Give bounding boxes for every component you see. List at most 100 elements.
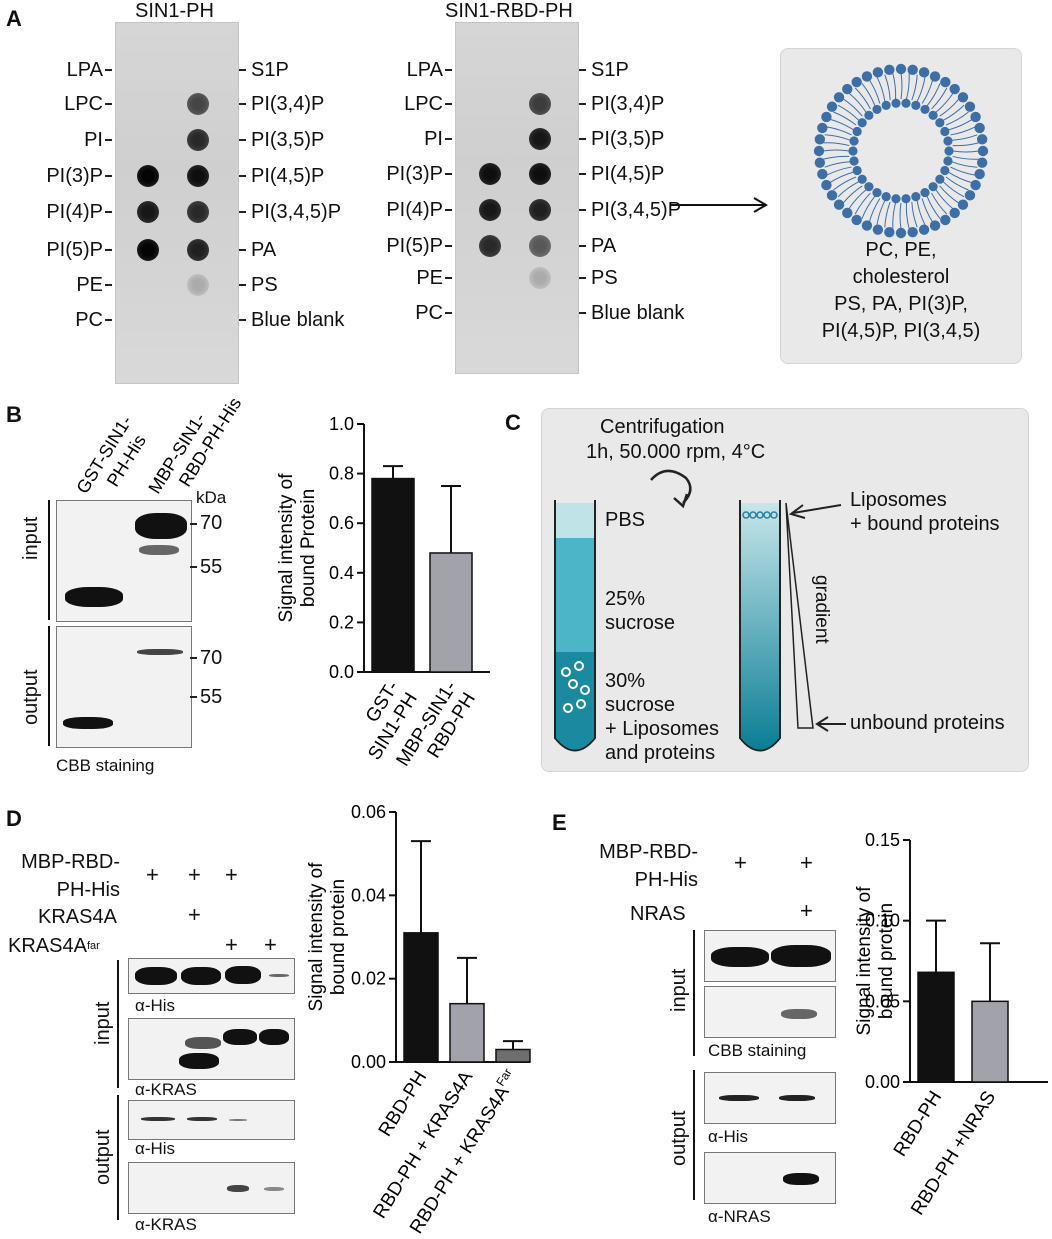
outer-headgroup: [907, 64, 918, 76]
y-tick-label: 0.4: [329, 563, 354, 583]
lipid-tail: [848, 92, 867, 113]
d-row1-label-1: MBP-RBD-: [21, 851, 120, 873]
strip2-left-label: PC: [415, 302, 443, 324]
outer-headgroup: [851, 76, 862, 88]
strip1-left-tick: [105, 284, 112, 286]
d-plus-sign: +: [146, 862, 159, 887]
d-blot-his-output: [128, 1100, 295, 1140]
strip2-right-tick: [579, 245, 586, 247]
strip1-right-label: S1P: [251, 59, 289, 81]
lipid-tail: [861, 83, 876, 107]
outer-headgroup: [957, 92, 969, 103]
centrifugation-diagram: [554, 469, 846, 752]
strip1-left-label: PI(3)P: [46, 165, 103, 187]
strip2-right-tick: [579, 173, 586, 175]
lipid-tail: [945, 111, 969, 126]
strip1-right-label: PA: [251, 239, 277, 261]
inner-headgroup: [857, 174, 867, 184]
b-input-blot: [56, 500, 192, 622]
panel-d-label: D: [6, 806, 22, 831]
outer-headgroup: [872, 224, 884, 235]
y-tick-label: 0.00: [865, 1072, 900, 1092]
outer-headgroup: [861, 71, 873, 82]
lipid-tail: [952, 142, 979, 147]
y-axis-label: Signal intensity ofbound protein: [854, 886, 897, 1036]
strip2-left-tick: [445, 103, 452, 105]
c-sucrose25-1: 25%: [605, 588, 646, 610]
strip2-spot: [479, 199, 501, 221]
d-plus-sign: +: [225, 932, 238, 957]
strip2-spot: [529, 199, 551, 221]
strip2-spot: [479, 163, 501, 185]
e-plus-sign: +: [800, 850, 813, 875]
strip2-right-label: PA: [591, 235, 617, 257]
strip2-right-tick: [579, 103, 586, 105]
lipid-tail: [848, 189, 867, 210]
y-tick-label: 0.10: [865, 911, 900, 931]
strip1-left-label: PC: [75, 309, 103, 331]
strip1-right-label: PI(3,4)P: [251, 93, 325, 115]
outer-headgroup: [918, 224, 930, 235]
y-tick-label: 0.06: [351, 802, 386, 822]
outer-headgroup: [976, 157, 988, 168]
y-tick-label: 0.05: [865, 991, 900, 1011]
e-blot-label-2: α-His: [708, 1127, 749, 1146]
lipid-tail: [931, 87, 948, 110]
inner-headgroup: [852, 126, 862, 137]
strip1-left-tick: [105, 175, 112, 177]
lipid-tail: [868, 79, 881, 104]
lipid-tail: [854, 192, 871, 215]
lipid-tail: [824, 134, 851, 141]
outer-headgroup: [929, 220, 941, 231]
strip1-left-label: LPA: [66, 59, 103, 81]
lipid-tail: [837, 181, 860, 198]
c-centrifugation-params: 1h, 50.000 rpm, 4°C: [586, 441, 766, 463]
strip2-left-label: LPC: [404, 93, 443, 115]
c-unbound: unbound proteins: [850, 712, 1005, 734]
outer-headgroup: [817, 122, 828, 134]
inner-headgroup: [848, 146, 858, 156]
liposome-text-1: PC, PE,: [865, 239, 937, 261]
strip2-left-tick: [445, 277, 452, 279]
outer-headgroup: [872, 67, 884, 78]
lipid-tail: [945, 176, 969, 191]
strip2-spot: [529, 163, 551, 185]
strip1-left-tick: [105, 139, 112, 141]
inner-headgroup: [911, 100, 921, 110]
d-input-label: input: [92, 1001, 114, 1045]
input-label-b: input: [20, 516, 42, 560]
strip2-left-tick: [445, 69, 452, 71]
outer-headgroup: [826, 101, 838, 112]
strip2-right-label: PS: [591, 267, 618, 289]
lipid-tail: [900, 72, 903, 100]
outer-headgroup: [976, 134, 988, 145]
c-sucrose25-2: sucrose: [605, 612, 676, 634]
strip1-left-tick: [105, 103, 112, 105]
c-sucrose30-2: sucrose: [605, 694, 676, 716]
strip1-left-label: PE: [76, 274, 103, 296]
inner-headgroup: [864, 182, 874, 192]
bar: [449, 1002, 485, 1063]
strip1-right-tick: [239, 211, 246, 213]
y-axis-label-line: Signal intensity of: [306, 862, 327, 1012]
lipid-tail: [952, 150, 980, 153]
strip2-spot: [529, 267, 551, 289]
lipid-tail: [905, 202, 910, 229]
lipid-tail: [822, 149, 850, 152]
lipid-strip-2: [455, 22, 579, 374]
strip1-spot: [187, 274, 209, 296]
outer-headgroup: [974, 168, 985, 180]
strip2-right-tick: [579, 209, 586, 211]
strip1-right-tick: [239, 249, 246, 251]
strip1-spot: [187, 201, 209, 223]
lipid-tail: [861, 195, 876, 219]
strip1-right-label: PI(3,5)P: [251, 129, 325, 151]
lipid-tail: [952, 155, 979, 160]
lipid-tail: [939, 185, 960, 204]
lipid-tail: [876, 76, 886, 102]
arrow-to-liposome: [668, 195, 772, 220]
lipid-tail: [911, 201, 918, 228]
inner-headgroup: [928, 182, 938, 192]
d-plus-sign: +: [264, 932, 277, 957]
e-output-label: output: [668, 1110, 690, 1166]
